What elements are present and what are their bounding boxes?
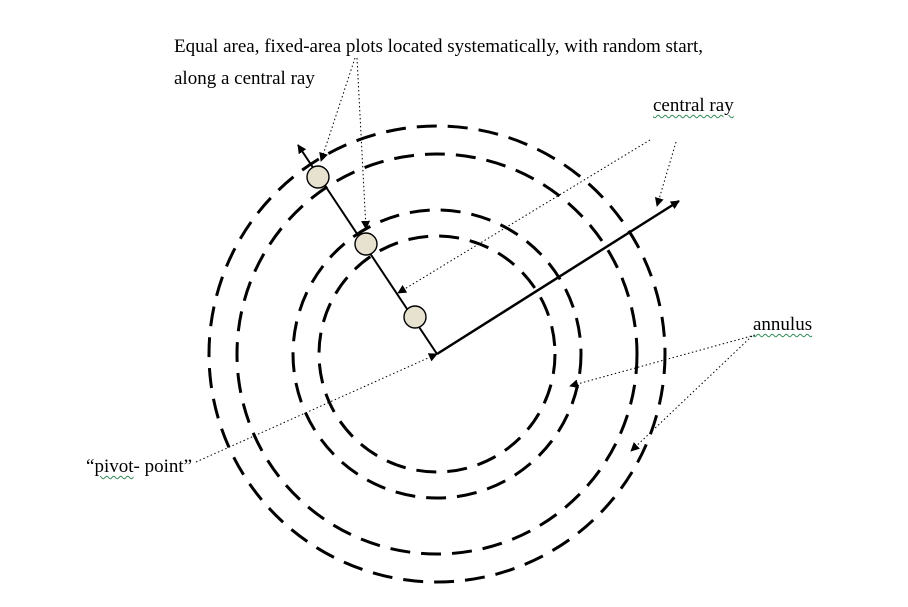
leader-ray-to-inner-ray — [397, 139, 651, 294]
inner-annulus-inner-circle — [317, 234, 557, 474]
second-ray-line — [436, 199, 680, 356]
pivot-rest: - point” — [133, 456, 193, 477]
plots-label-line-1: Equal area, fixed-area plots located sys… — [174, 36, 703, 57]
leader-plots-to-outer-plot — [319, 57, 356, 162]
annulus-label: annulus — [753, 314, 813, 335]
plot-circle-middle — [354, 232, 378, 256]
outer-annulus-inner-circle — [235, 152, 639, 556]
leader-plots-to-middle-plot — [356, 57, 371, 230]
leader-ray-to-outer-ray — [654, 141, 677, 207]
inner-annulus-outer-circle — [291, 208, 583, 500]
pivot-point-label: “pivot- point” — [86, 454, 192, 480]
central-ray-label: central ray — [653, 95, 734, 116]
outer-annulus-outer-circle — [207, 124, 667, 584]
pivot-open-quote: “ — [86, 456, 95, 477]
plot-circle-outer — [306, 165, 330, 189]
pivot-word: pivot — [94, 456, 134, 477]
plot-circle-inner — [403, 305, 427, 329]
plots-label-line-2: along a central ray — [174, 68, 315, 89]
leader-annulus-to-inner — [569, 334, 756, 389]
leader-pivot-to-center — [195, 353, 438, 463]
